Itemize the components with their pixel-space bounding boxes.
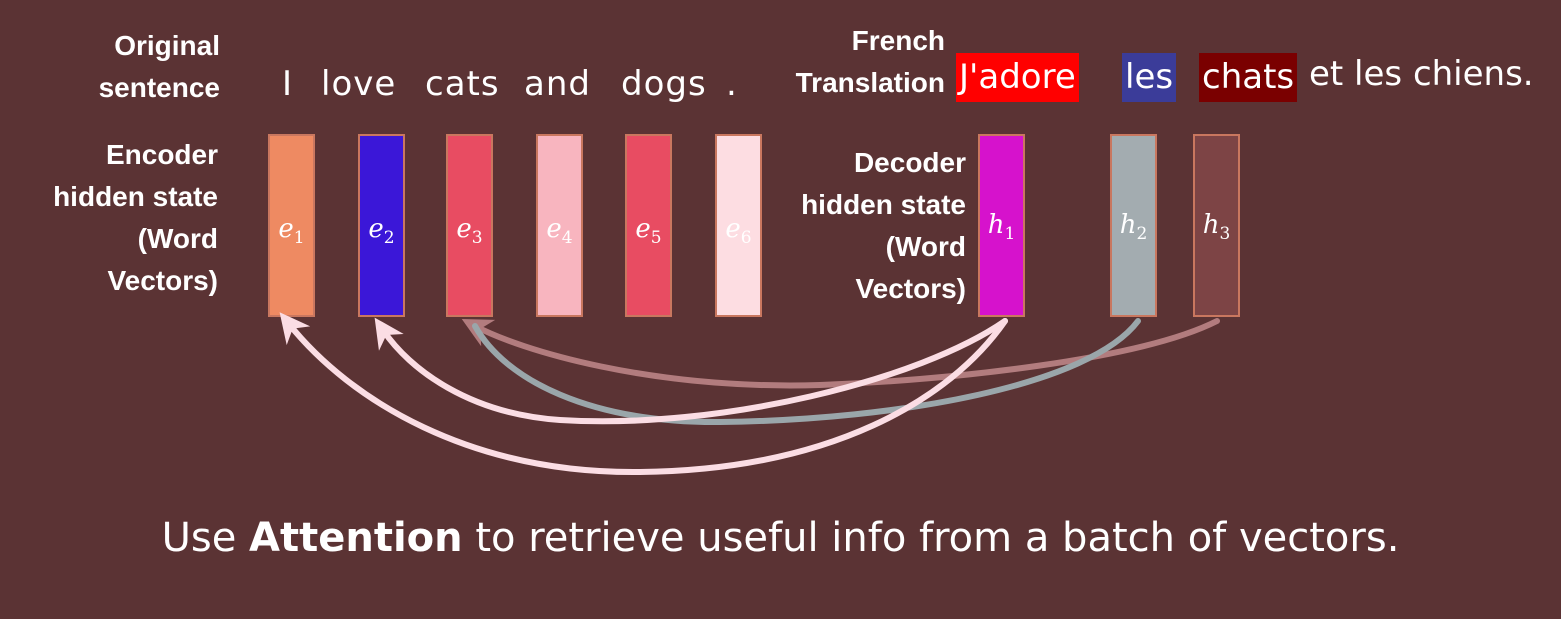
vector-label: e3: [456, 214, 483, 249]
original-word: dogs: [621, 64, 707, 104]
translation-word-jadore: J'adore: [956, 53, 1079, 102]
arrow-h3-to-e3: [461, 318, 1220, 389]
encoder-vector-e6: e6: [715, 134, 762, 317]
decoder-label-line2: hidden state: [801, 189, 966, 220]
caption: Use Attention to retrieve useful info fr…: [161, 515, 1400, 561]
original-label-line2: sentence: [98, 72, 220, 103]
original-word: cats: [425, 64, 500, 104]
encoder-vector-e2: e2: [358, 134, 405, 317]
vector-label: h1: [987, 210, 1016, 245]
decoder-vector-h2: h2: [1110, 134, 1157, 317]
french-label-line2: Translation: [795, 67, 945, 98]
encoder-label-line4: Vectors): [107, 265, 219, 296]
original-word: I: [282, 64, 294, 104]
original-word: love: [321, 64, 397, 104]
decoder-label-line4: Vectors): [855, 273, 967, 304]
encoder-vector-e4: e4: [536, 134, 583, 317]
vector-label: e5: [635, 214, 662, 249]
encoder-vector-e5: e5: [625, 134, 672, 317]
original-sentence-label: Original sentence: [60, 25, 220, 109]
vector-label: e4: [546, 214, 573, 249]
decoder-label-line3: (Word: [885, 231, 966, 262]
original-label-line1: Original: [114, 30, 220, 61]
translation-word-les: les: [1122, 53, 1177, 102]
encoder-vector-e3: e3: [446, 134, 493, 317]
arrow-h1-to-e2: [374, 317, 1008, 425]
arrow-h2-to-e3: [472, 318, 1141, 426]
original-word: and: [524, 64, 591, 104]
vector-label: e6: [725, 214, 752, 249]
vector-label: h3: [1202, 210, 1231, 245]
encoder-label-line2: hidden state: [53, 181, 218, 212]
original-word: .: [726, 64, 738, 104]
vector-label: e1: [278, 214, 305, 249]
decoder-label-line1: Decoder: [853, 147, 966, 178]
arrow-h1-to-e1: [279, 312, 1008, 476]
translation-word-chats: chats: [1199, 53, 1298, 102]
encoder-vector-e1: e1: [268, 134, 315, 317]
caption-bold: Attention: [249, 515, 463, 561]
french-label-line1: French: [851, 25, 945, 56]
french-translation-label: French Translation: [760, 20, 945, 104]
encoder-hidden-state-label: Encoder hidden state (Word Vectors): [20, 134, 218, 302]
translation-rest: et les chiens.: [1309, 54, 1534, 94]
vector-label: e2: [368, 214, 395, 249]
decoder-vector-h3: h3: [1193, 134, 1240, 317]
encoder-label-line3: (Word: [137, 223, 218, 254]
encoder-label-line1: Encoder: [105, 139, 218, 170]
decoder-hidden-state-label: Decoder hidden state (Word Vectors): [760, 142, 966, 310]
decoder-vector-h1: h1: [978, 134, 1025, 317]
vector-label: h2: [1119, 210, 1148, 245]
